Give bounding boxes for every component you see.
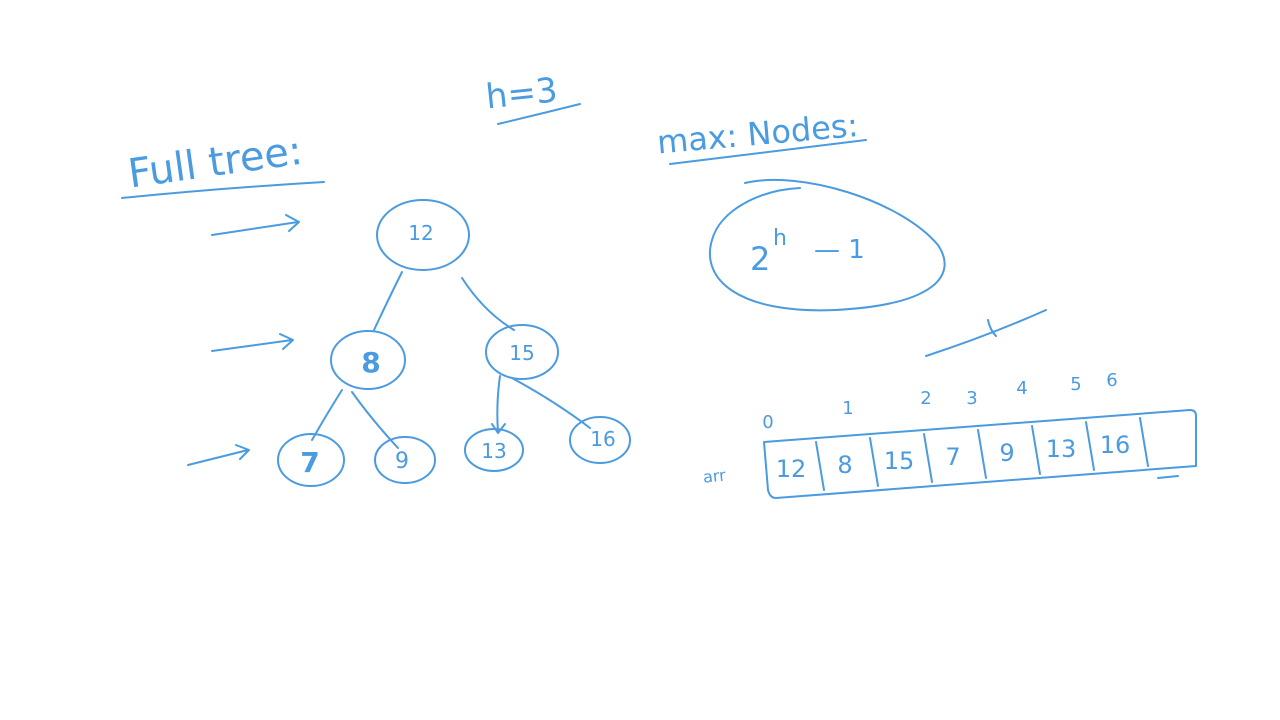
arrow-level-2 [187,444,250,466]
empty-cell-underline [1157,475,1179,479]
array-index-label: 3 [966,388,977,409]
tree-leaf-3: 13 [464,428,524,472]
array-index-label: 0 [762,412,773,433]
node-label: 9 [395,449,409,474]
node-label: 16 [590,427,615,451]
height-label: h=3 [484,70,559,117]
tree-leaf-1: 7 [277,433,345,487]
array-cell-value: 9 [999,439,1014,467]
array-divider [1139,417,1149,467]
tree-root-node: 12 [376,199,470,271]
max-nodes-underline [669,139,867,165]
node-label: 7 [300,446,319,479]
array-index-label: 2 [920,388,931,409]
array-outline [763,409,1197,499]
array-index-label: 4 [1016,378,1027,399]
node-label: 15 [509,341,534,365]
array-cell-value: 8 [837,451,852,479]
array-index-label: 6 [1106,370,1117,391]
array-name: arr [702,465,727,486]
title-underline [121,181,325,199]
arrow-level-0 [211,214,300,236]
tree-edges [311,271,591,449]
level-arrows [187,214,300,466]
arrow-level-1 [211,333,294,352]
array-cell-value: 7 [945,443,960,471]
array-divider [923,433,933,483]
array-divider [1031,425,1041,475]
array-divider [977,429,987,479]
formula-exponent: h [773,226,787,251]
formula-bubble: 2 h — 1 [709,179,946,312]
array-cell-value: 12 [776,455,807,483]
array-indices: 0 1 2 3 4 5 6 [762,370,1117,433]
array-index-label: 5 [1070,374,1081,395]
array-divider [815,441,825,491]
tree-node-left: 8 [330,330,406,390]
array-cells: 12 8 15 7 9 13 16 [763,409,1197,499]
tree-leaf-2: 9 [374,436,436,484]
array-index-label: 1 [842,398,853,419]
node-label: 12 [408,221,433,245]
formula-suffix: — 1 [814,235,865,265]
tree-node-right: 15 [485,324,559,380]
node-label: 8 [361,346,380,379]
array-cell-value: 16 [1100,431,1131,459]
full-tree-title: Full tree: [125,128,305,198]
array-divider [869,437,879,487]
tree-leaf-4: 16 [569,416,631,464]
array-cell-value: 15 [884,447,915,475]
node-label: 13 [481,439,506,463]
formula-base: 2 [750,240,770,278]
array-cell-value: 13 [1046,435,1077,463]
height-underline [497,103,581,125]
array-divider [1085,421,1095,471]
check-mark [925,309,1047,357]
